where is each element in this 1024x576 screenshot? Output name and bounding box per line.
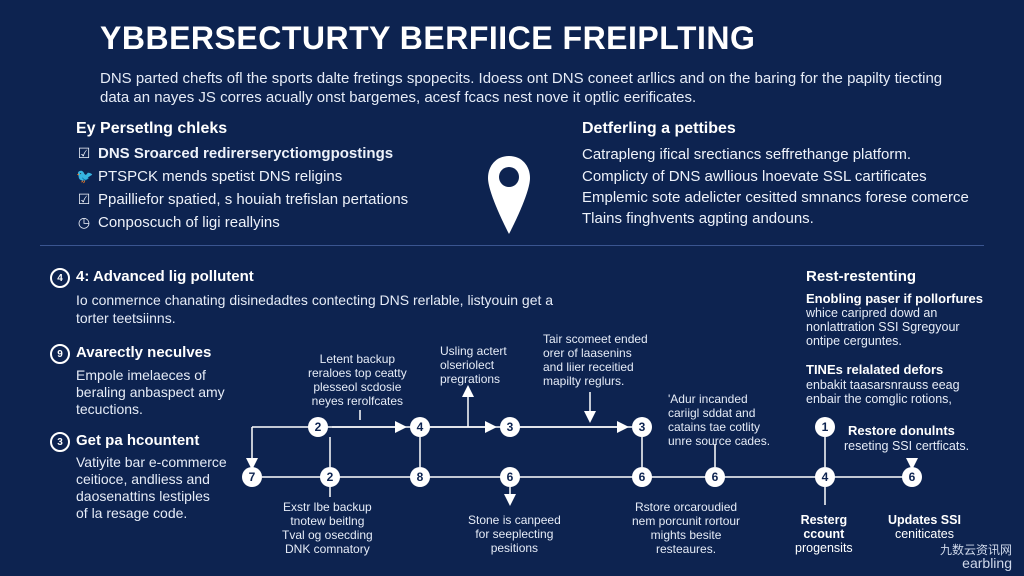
section-title: 4: Advanced lig pollutent — [76, 268, 254, 285]
flow-node: 2 — [308, 417, 328, 437]
right-notes-heading: Rest-restenting — [806, 268, 917, 285]
left-item: ☑ DNS Sroarced redirerseryctiomgpostings — [76, 145, 393, 162]
left-item: 🐦 PTSPCK mends spetist DNS religins — [76, 168, 342, 185]
left-panel-heading: Ey Persetlng chleks — [76, 120, 228, 137]
right-note: whice caripred dowd an — [806, 306, 938, 320]
section-text: of la resage code. — [76, 505, 188, 521]
section-text: daosenattins lestiples — [76, 488, 210, 504]
section-number-badge: 3 — [50, 432, 70, 452]
flow-node: 6 — [500, 467, 520, 487]
right-item: Catrapleng ifical srectiancs seffrethang… — [582, 146, 912, 163]
flow-node: 7 — [242, 467, 262, 487]
right-note: nonlattration SSI Sgregyour — [806, 320, 960, 334]
flow-node: 4 — [815, 467, 835, 487]
right-note: Enobling paser if pollorfures — [806, 291, 983, 306]
section-text: Io conmernce chanating disinedadtes cont… — [76, 292, 554, 308]
right-note: reseting SSI certficats. — [844, 439, 970, 453]
watermark: 九数云资讯网 earbling — [939, 543, 1012, 571]
right-note: enbair the comglic rotions, — [806, 392, 952, 406]
flow-node: 6 — [632, 467, 652, 487]
section-text: beraling anbaspect amy — [76, 384, 225, 400]
right-panel-heading: Detferling a pettibes — [582, 120, 736, 137]
flow-node: 6 — [705, 467, 725, 487]
intro-line-2: data an nayes JS corres acually onst bar… — [100, 89, 697, 106]
right-item: Complicty of DNS awllious lnoevate SSL c… — [582, 168, 927, 185]
right-note: enbakit taasarsnrauss eeag — [806, 378, 960, 392]
clock-icon: ◷ — [77, 214, 91, 230]
flow-node: 3 — [632, 417, 652, 437]
checkbox-icon: ☑ — [77, 145, 91, 161]
section-text: ceitioce, andliess and — [76, 471, 210, 487]
flow-node: 3 — [500, 417, 520, 437]
section-title: Get pa hcountent — [76, 432, 200, 449]
section-number-badge: 9 — [50, 344, 70, 364]
right-item: Tlains finghvents agpting andouns. — [582, 210, 814, 227]
section-divider — [40, 245, 984, 246]
flow-node: 2 — [320, 467, 340, 487]
left-item-text: Ppailliefor spatied, s houiah trefislan … — [98, 191, 409, 208]
right-note-title: Restore donulnts — [848, 423, 955, 438]
checkbox-icon: ☑ — [77, 191, 91, 207]
section-text: torter teetsiinns. — [76, 310, 176, 326]
section-title: Avarectly neculves — [76, 344, 212, 361]
bird-icon: 🐦 — [76, 168, 94, 184]
page-title: YBBERSECTURTY BERFIICE FREIPLTING — [100, 20, 756, 56]
right-note: ontipe cerguntes. — [806, 334, 902, 348]
intro-line-1: DNS parted chefts ofl the sports dalte f… — [100, 70, 943, 87]
section-text: Vatiyite bar e-commerce — [76, 454, 227, 470]
section-text: tecuctions. — [76, 401, 143, 417]
flow-node: 6 — [902, 467, 922, 487]
left-item-text: DNS Sroarced redirerseryctiomgpostings — [98, 145, 394, 162]
flow-node: 1 — [815, 417, 835, 437]
section-text: Empole imelaeces of — [76, 367, 206, 383]
flow-node: 8 — [410, 467, 430, 487]
right-note-title: TINEs relalated defors — [806, 362, 944, 377]
left-item: ☑ Ppailliefor spatied, s houiah trefisla… — [76, 191, 408, 208]
right-item: Emplemic sote adelicter cesitted smnancs… — [582, 189, 969, 206]
left-item-text: Conposcuch of ligi reallyins — [98, 214, 280, 231]
section-number-badge: 4 — [50, 268, 70, 288]
left-item: ◷ Conposcuch of ligi reallyins — [76, 214, 280, 231]
flow-node: 4 — [410, 417, 430, 437]
left-item-text: PTSPCK mends spetist DNS religins — [98, 168, 343, 185]
location-pin-icon — [488, 156, 530, 234]
